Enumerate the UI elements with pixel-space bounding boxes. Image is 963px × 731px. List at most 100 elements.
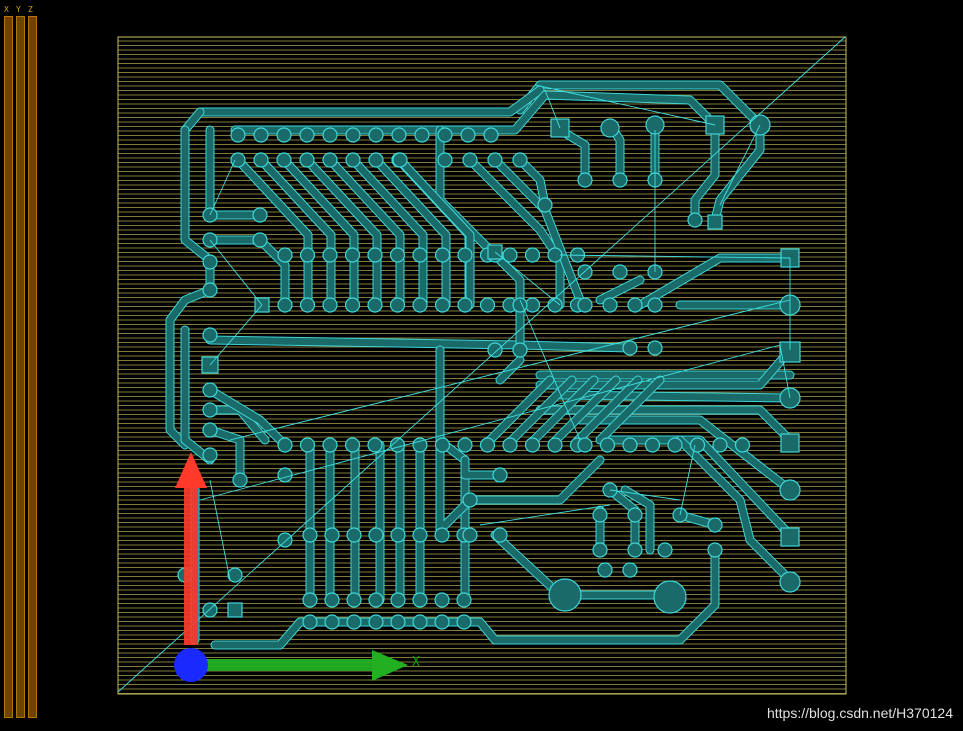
round-pad [460, 127, 476, 143]
axis-slider-x[interactable] [4, 16, 13, 718]
ratsnest-line [209, 239, 263, 306]
trace [396, 156, 474, 309]
round-pad [277, 297, 293, 313]
ratsnest-line [209, 479, 231, 581]
round-pad [276, 152, 292, 168]
round-pad [322, 437, 338, 453]
round-pad [667, 437, 683, 453]
round-pad [367, 437, 383, 453]
trace-layer [165, 80, 795, 650]
round-pad [299, 247, 316, 263]
round-pad [622, 437, 638, 453]
round-pad [390, 527, 406, 543]
round-pad [462, 492, 478, 508]
round-pad [502, 437, 518, 453]
round-pad [390, 592, 406, 608]
board-outline [117, 36, 847, 695]
round-pad [492, 527, 508, 543]
round-pad [202, 282, 218, 298]
round-pad [368, 614, 384, 630]
trace [279, 155, 359, 310]
trace [395, 155, 475, 310]
round-pad [252, 207, 268, 223]
round-pad [457, 437, 473, 453]
round-pad [627, 297, 643, 313]
round-pad [202, 422, 218, 438]
ratsnest-line [559, 254, 791, 259]
round-pad [647, 297, 663, 313]
trace [574, 376, 642, 444]
axis-x-arrowhead [372, 650, 408, 681]
round-pad [322, 247, 338, 263]
round-pad [412, 247, 428, 263]
round-pad [202, 402, 218, 418]
axis-label-z: Z [28, 5, 33, 14]
trace [508, 376, 576, 444]
round-pad [457, 247, 473, 263]
square-pad [227, 602, 243, 618]
round-pad [389, 247, 406, 263]
axis-gizmo[interactable] [174, 452, 408, 682]
round-pad [653, 580, 687, 614]
round-pad [230, 127, 246, 143]
round-pad [344, 437, 361, 453]
trace [211, 546, 719, 649]
axis-label-y: Y [16, 5, 21, 14]
round-pad [600, 118, 620, 138]
round-pad [227, 567, 243, 583]
round-pad [577, 297, 593, 313]
axis-panel: X Y Z [2, 2, 37, 718]
round-pad [346, 592, 362, 608]
round-pad [324, 614, 340, 630]
round-pad [322, 127, 338, 143]
round-pad [502, 247, 518, 263]
round-pad [412, 297, 428, 313]
round-pad [434, 437, 451, 453]
round-pad [412, 437, 428, 453]
round-pad [612, 264, 628, 280]
trace [486, 376, 554, 444]
round-pad [437, 152, 453, 168]
ratsnest-line [609, 489, 681, 501]
trace [535, 345, 795, 390]
round-pad [434, 614, 450, 630]
square-pad [780, 527, 800, 547]
round-pad [487, 342, 503, 358]
trace [302, 155, 382, 310]
round-pad [277, 437, 293, 453]
round-pad [345, 127, 361, 143]
trace [196, 86, 544, 116]
round-pad [277, 532, 293, 548]
trace [325, 155, 405, 310]
round-pad [277, 467, 293, 483]
ratsnest-line [519, 299, 581, 441]
trace [348, 155, 428, 310]
round-pad [622, 340, 638, 356]
ratsnest-line [117, 36, 846, 693]
round-pad [367, 247, 383, 263]
ratsnest-line [719, 124, 761, 206]
round-pad [597, 562, 613, 578]
round-pad [324, 592, 340, 608]
trace [181, 126, 214, 264]
round-pad [252, 232, 268, 248]
round-pad [412, 614, 428, 630]
round-pad [457, 297, 473, 313]
axis-y-shaft [184, 485, 198, 645]
round-pad [322, 297, 338, 313]
round-pad [524, 247, 541, 263]
round-pad [779, 479, 801, 501]
axis-slider-z[interactable] [28, 16, 37, 718]
trace [691, 121, 719, 224]
round-pad [299, 297, 316, 313]
round-pad [277, 247, 293, 263]
trace [206, 236, 289, 309]
axis-slider-y[interactable] [16, 16, 25, 718]
axis-x-shaft [195, 659, 375, 671]
copper-hatch-fill [117, 36, 847, 695]
trace [233, 155, 313, 310]
round-pad [487, 152, 503, 168]
watermark: https://blog.csdn.net/H370124 [766, 705, 953, 721]
